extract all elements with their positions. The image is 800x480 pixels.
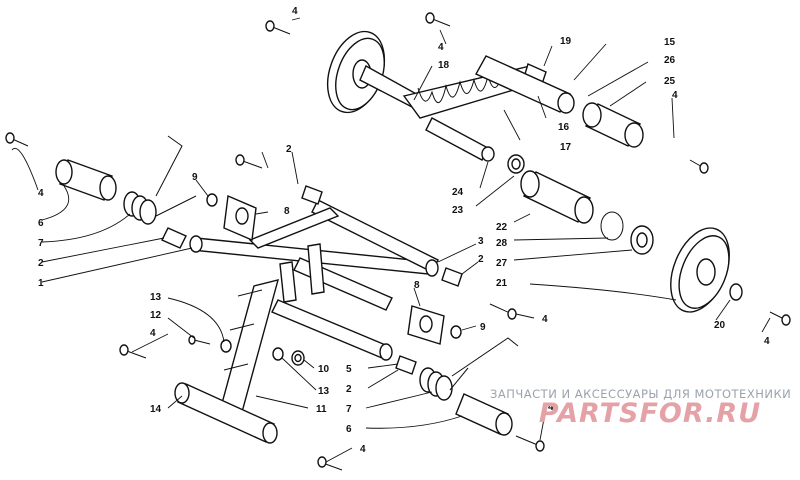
- part-callout-2: 2: [478, 254, 484, 265]
- part-callout-8: 8: [414, 280, 420, 291]
- torsion-spring-7-lower: [419, 337, 519, 401]
- part-callout-6: 6: [38, 218, 44, 229]
- part-callout-11: 11: [316, 404, 327, 415]
- part-callout-2: 2: [38, 258, 44, 269]
- part-callout-22: 22: [496, 222, 508, 233]
- part-callout-4: 4: [672, 90, 678, 101]
- part-callout-18: 18: [438, 60, 450, 71]
- part-callout-1: 1: [38, 278, 44, 289]
- part-callout-13: 13: [318, 386, 330, 397]
- part-callout-9: 9: [480, 322, 486, 333]
- part-callout-28: 28: [496, 238, 508, 249]
- bushing-2-lower: [395, 355, 417, 375]
- part-callout-8: 8: [284, 206, 290, 217]
- part-callout-4: 4: [38, 188, 44, 199]
- part-callout-16: 16: [558, 122, 570, 133]
- bolt-12: [188, 335, 211, 345]
- washer-23: [507, 154, 525, 174]
- pad-8-upper: [223, 194, 257, 242]
- bushing-2-left: [161, 227, 187, 249]
- torsion-spring-7-upper: [123, 135, 197, 225]
- part-callout-4: 4: [150, 328, 156, 339]
- part-callout-4: 4: [764, 336, 770, 347]
- part-callout-15: 15: [664, 37, 676, 48]
- part-callout-7: 7: [38, 238, 44, 249]
- part-callout-19: 19: [560, 36, 572, 47]
- part-callout-9: 9: [192, 172, 198, 183]
- part-callout-24: 24: [452, 187, 464, 198]
- watermark-logo: PARTSFOR.RU: [538, 398, 762, 429]
- spacer-6-lower: [455, 393, 513, 436]
- part-callout-21: 21: [496, 278, 508, 289]
- rear-arm-frame: [189, 199, 439, 361]
- washer-9-upper: [206, 193, 218, 207]
- part-callout-2: 2: [346, 384, 352, 395]
- bearing-27: [630, 225, 654, 255]
- spacer-6-upper: [55, 159, 117, 201]
- upper-left-idler-wheel: [326, 30, 386, 114]
- leader-lines: [11, 17, 771, 463]
- spacer-22: [520, 170, 594, 224]
- part-callout-26: 26: [664, 55, 676, 66]
- bolts-4: [5, 12, 791, 471]
- part-callout-2: 2: [286, 144, 292, 155]
- part-callout-4: 4: [438, 42, 444, 53]
- washer-13-left: [220, 339, 232, 353]
- part-callout-23: 23: [452, 205, 464, 216]
- bushing-2-top: [301, 185, 323, 205]
- part-callout-20: 20: [714, 320, 726, 331]
- part-callout-5: 5: [346, 364, 352, 375]
- part-callout-14: 14: [150, 404, 162, 415]
- washer-9-lower: [450, 325, 462, 339]
- lower-right-idler-wheel: [670, 227, 730, 313]
- part-callout-4: 4: [292, 6, 298, 17]
- watermark-tagline: ЗАПЧАСТИ И АКСЕССУАРЫ ДЛЯ МОТОТЕХНИКИ: [490, 387, 792, 401]
- upper-spacer-15: [475, 55, 575, 114]
- part-callout-13: 13: [150, 292, 162, 303]
- part-callout-25: 25: [664, 76, 676, 87]
- washer-20: [729, 283, 743, 301]
- washer-13-right: [272, 347, 284, 361]
- part-callout-4: 4: [542, 314, 548, 325]
- spacer-25: [582, 102, 644, 148]
- part-callout-4: 4: [360, 444, 366, 455]
- part-callout-27: 27: [496, 258, 508, 269]
- nut-10: [291, 350, 305, 366]
- snap-ring-28: [600, 211, 624, 241]
- part-callout-6: 6: [346, 424, 352, 435]
- part-callout-7: 7: [346, 404, 352, 415]
- spacer-14: [174, 382, 278, 444]
- part-callout-12: 12: [150, 310, 162, 321]
- part-callout-10: 10: [318, 364, 330, 375]
- part-callout-3: 3: [478, 236, 484, 247]
- part-callout-17: 17: [560, 142, 572, 153]
- part-callout-4: 4: [548, 402, 554, 413]
- pad-8-lower: [407, 305, 445, 345]
- bushing-2-mid: [441, 267, 463, 287]
- rear-idler-suspension-drawing: [5, 12, 791, 471]
